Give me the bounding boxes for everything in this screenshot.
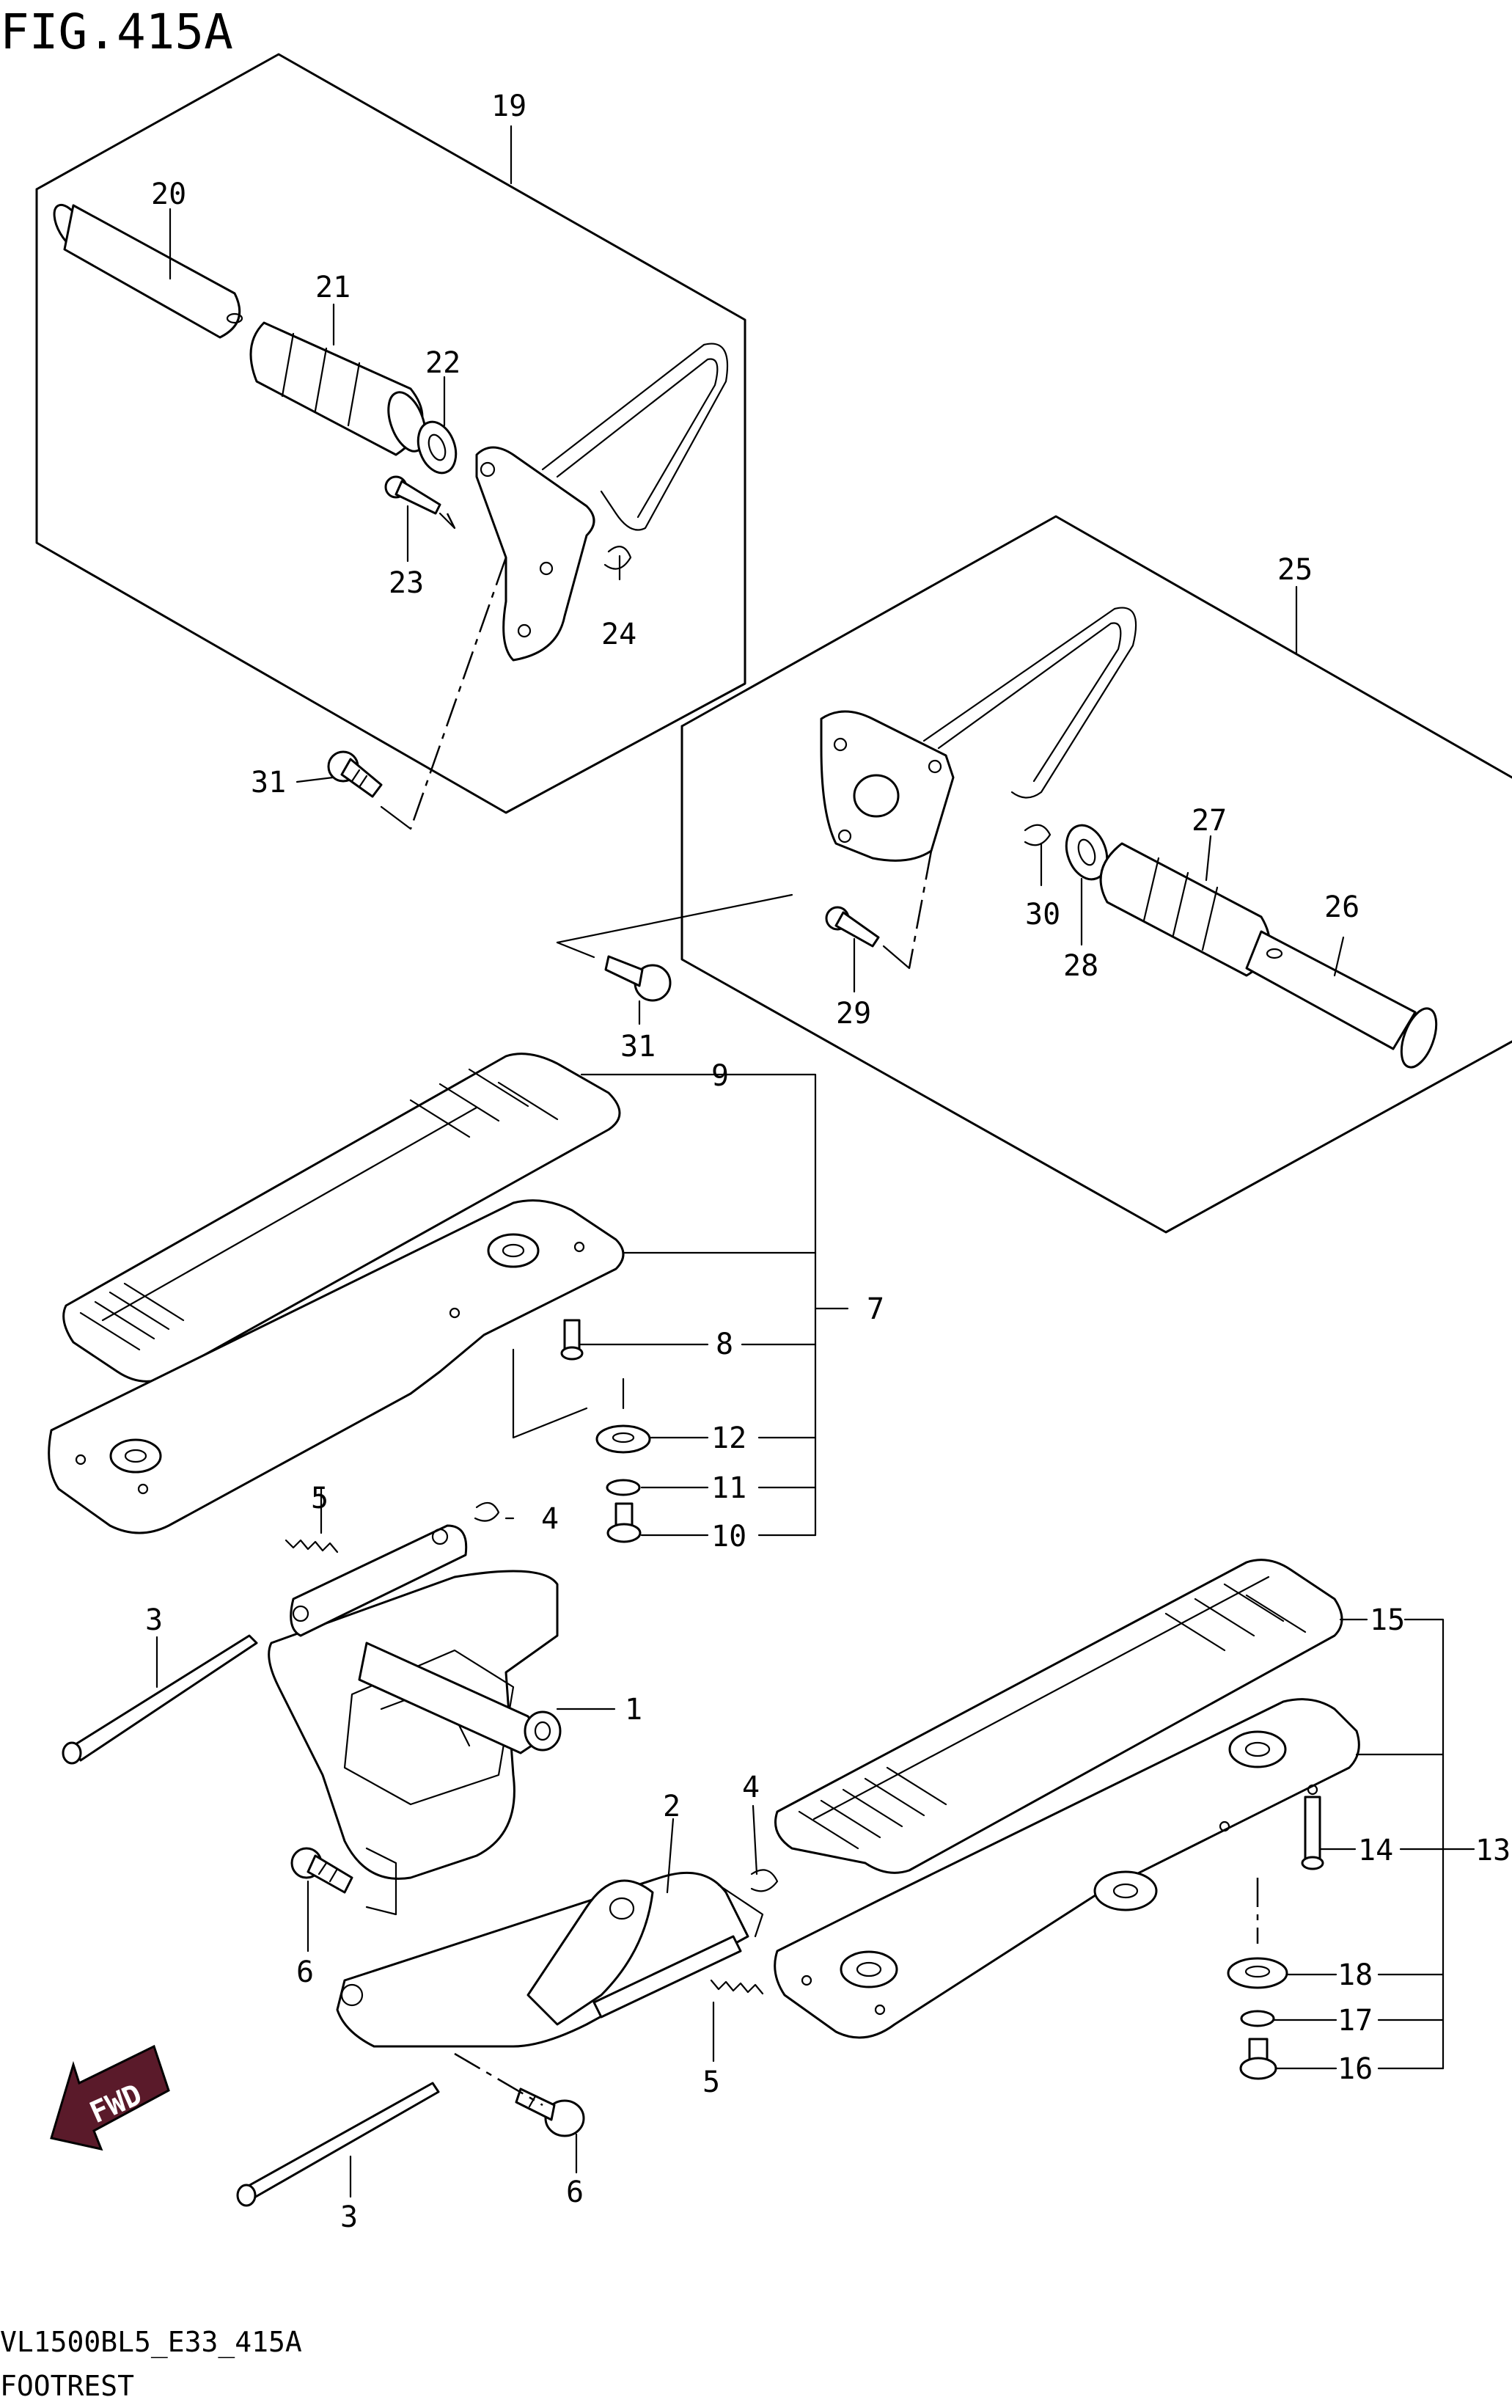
bracket-assembly-2 [236, 1869, 779, 2207]
callout-20: 20 [151, 178, 186, 211]
callout-11: 11 [711, 1471, 746, 1505]
callout-4-upper: 4 [541, 1502, 559, 1536]
callout-16: 16 [1337, 2052, 1373, 2086]
figure-code: VL1500BL5_E33_415A [0, 2326, 302, 2359]
callout-6-lower: 6 [566, 2175, 584, 2209]
bolt-31-left [327, 750, 383, 798]
callout-7: 7 [867, 1292, 884, 1326]
floorboard-13-15 [774, 1559, 1360, 2080]
callout-23: 23 [389, 566, 424, 600]
callout-31-left: 31 [251, 766, 286, 799]
callout-17: 17 [1337, 2004, 1373, 2038]
callout-27: 27 [1192, 804, 1227, 838]
figure-title: FIG.415A [0, 4, 233, 60]
callout-28: 28 [1063, 949, 1098, 983]
bracket-assembly-1 [62, 1501, 562, 1916]
callout-6-upper: 6 [296, 1955, 314, 1989]
left-footrest-panel [35, 53, 746, 830]
callout-25: 25 [1277, 553, 1313, 587]
figure-caption: FOOTREST [0, 2370, 134, 2402]
leader-lines [155, 125, 1475, 2198]
right-footrest-panel [556, 515, 1512, 1234]
callout-12: 12 [711, 1421, 746, 1455]
callout-9: 9 [711, 1059, 729, 1093]
callout-8: 8 [716, 1328, 733, 1361]
callout-15: 15 [1370, 1603, 1405, 1637]
callout-5-upper: 5 [311, 1482, 329, 1515]
callout-19: 19 [491, 89, 526, 123]
callout-1: 1 [625, 1693, 642, 1727]
callout-18: 18 [1337, 1958, 1373, 1992]
callout-21: 21 [315, 271, 351, 304]
callout-14: 14 [1358, 1834, 1393, 1867]
fwd-arrow-icon: FWD [50, 2044, 170, 2151]
callout-13: 13 [1475, 1834, 1511, 1867]
floorboard-7-9 [48, 1053, 651, 1543]
callout-2: 2 [663, 1790, 680, 1823]
callout-10: 10 [711, 1520, 746, 1554]
callout-30: 30 [1025, 898, 1060, 932]
callout-22: 22 [425, 346, 460, 380]
callout-26: 26 [1324, 890, 1359, 924]
callout-5-lower: 5 [702, 2065, 720, 2099]
callout-24: 24 [601, 618, 636, 651]
callout-3-lower: 3 [340, 2200, 358, 2234]
callout-3-upper: 3 [145, 1603, 163, 1637]
bolt-31-right [604, 955, 672, 1002]
callout-4-lower: 4 [742, 1771, 760, 1804]
callout-labels: 19 20 21 22 23 24 25 27 26 28 30 29 31 3… [145, 89, 1511, 2234]
callout-29: 29 [836, 997, 871, 1031]
callout-31-right: 31 [620, 1030, 656, 1064]
